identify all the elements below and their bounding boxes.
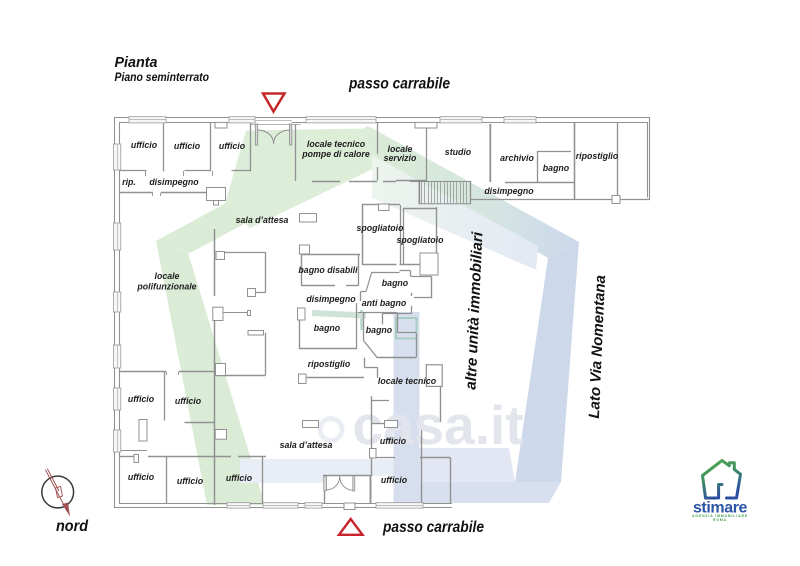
svg-text:disimpegno: disimpegno [484,186,534,196]
svg-text:bagno disabili: bagno disabili [298,265,358,275]
svg-text:locale tecnico: locale tecnico [378,376,437,386]
svg-text:ripostiglio: ripostiglio [308,359,351,369]
svg-text:sala d’attesa: sala d’attesa [280,440,333,450]
svg-text:disimpegno: disimpegno [149,177,199,187]
svg-text:altre unità immobiliari: altre unità immobiliari [463,231,487,390]
svg-text:archivio: archivio [500,153,534,163]
svg-text:Lato Via Nomentana: Lato Via Nomentana [586,275,609,419]
svg-text:locale: locale [388,144,413,154]
svg-text:ufficio: ufficio [128,472,155,482]
svg-text:locale tecnico: locale tecnico [307,139,366,149]
svg-text:spogliatoio: spogliatoio [357,223,405,233]
svg-text:locale: locale [155,271,180,281]
svg-text:ufficio: ufficio [175,396,202,406]
svg-text:sala d’attesa: sala d’attesa [236,215,289,225]
svg-text:bagno: bagno [382,278,409,288]
svg-text:casa.it: casa.it [352,394,523,456]
svg-text:rip.: rip. [122,177,136,187]
svg-text:ufficio: ufficio [177,476,204,486]
svg-text:polifunzionale: polifunzionale [136,282,196,292]
svg-text:disimpegno: disimpegno [306,294,356,304]
svg-text:ufficio: ufficio [380,436,407,446]
svg-text:nord: nord [56,518,88,535]
svg-text:bagno: bagno [543,163,570,173]
svg-text:stimare: stimare [693,500,748,517]
svg-text:Pianta: Pianta [115,55,158,71]
svg-text:ROMA: ROMA [713,518,727,522]
svg-text:ufficio: ufficio [131,140,158,150]
svg-text:spogliatoio: spogliatoio [397,235,445,245]
svg-text:studio: studio [445,147,472,157]
svg-text:bagno: bagno [366,325,393,335]
svg-text:ufficio: ufficio [226,473,253,483]
svg-text:pompe di calore: pompe di calore [301,149,370,159]
svg-text:servizio: servizio [384,153,417,163]
svg-text:Piano seminterrato: Piano seminterrato [115,70,210,84]
svg-text:ufficio: ufficio [174,141,201,151]
svg-text:bagno: bagno [314,323,341,333]
svg-text:ripostiglio: ripostiglio [576,151,619,161]
svg-text:passo carrabile: passo carrabile [348,76,450,93]
svg-text:passo carrabile: passo carrabile [382,519,484,536]
svg-text:AGENZIA IMMOBILIARE: AGENZIA IMMOBILIARE [692,514,748,518]
svg-text:anti bagno: anti bagno [362,298,407,308]
svg-text:ufficio: ufficio [381,475,408,485]
svg-text:ufficio: ufficio [128,394,155,404]
svg-text:ufficio: ufficio [219,141,246,151]
